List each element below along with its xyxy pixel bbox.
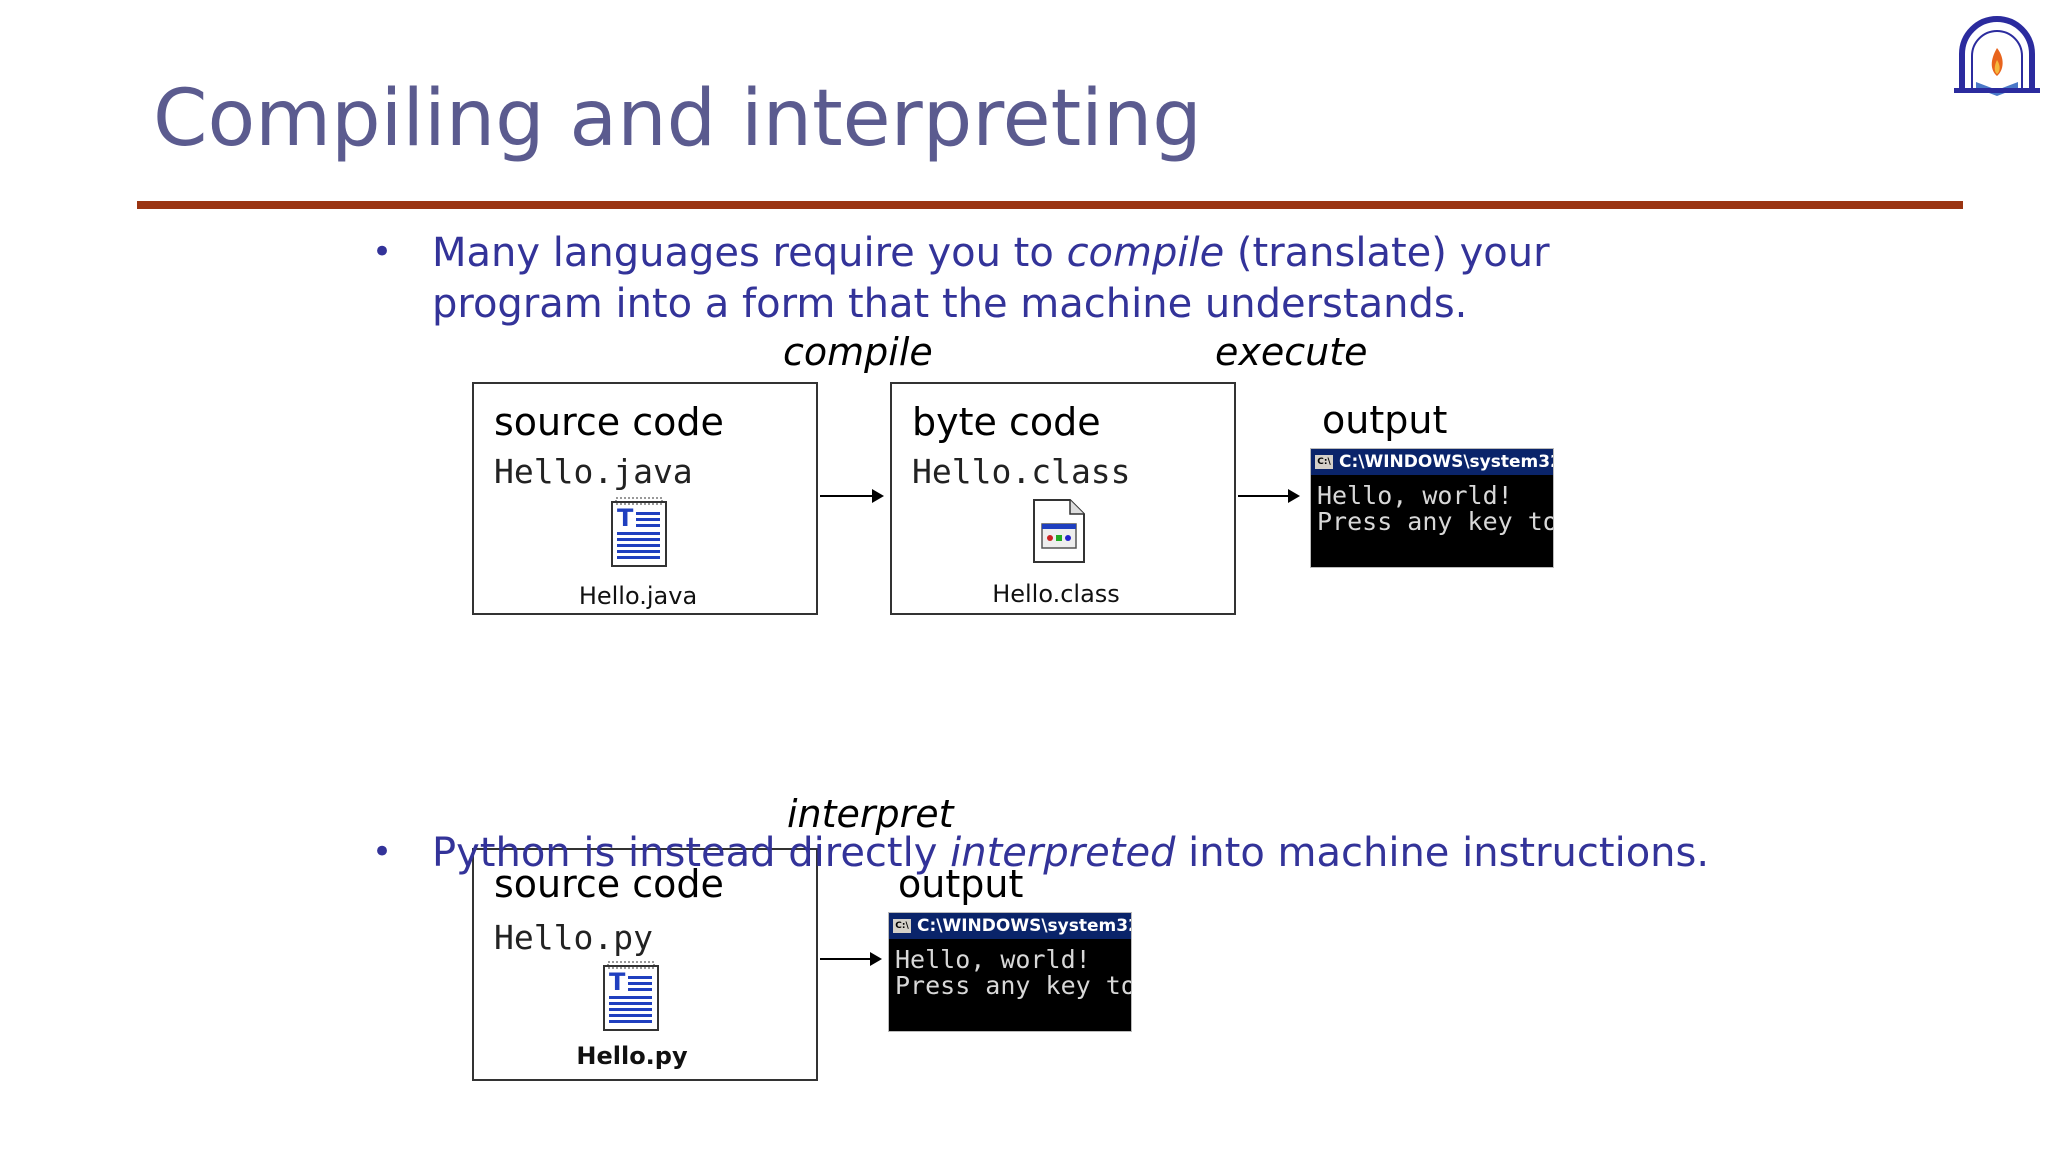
bullet-interpret: Python is instead directly interpreted i…	[432, 830, 1710, 876]
bullet-dot: •	[372, 832, 393, 872]
console-titlebar: C:\C:\WINDOWS\system32\cm	[889, 913, 1131, 939]
console-line: Hello, world!	[1317, 483, 1513, 509]
python-filename: Hello.py	[494, 918, 653, 957]
page-title: Compiling and interpreting	[153, 74, 1202, 164]
text-file-icon: T	[600, 960, 662, 1032]
svg-text:T: T	[617, 504, 634, 532]
title-divider	[137, 201, 1963, 209]
svg-text:T: T	[609, 968, 626, 996]
python-icon-caption: Hello.py	[576, 1042, 688, 1070]
source-code-box: source code Hello.java T Hello.java	[472, 382, 818, 615]
interpret-arrow	[820, 952, 882, 966]
bytecode-filename: Hello.class	[912, 452, 1131, 491]
console-icon: C:\	[893, 919, 911, 933]
console-titlebar: C:\C:\WINDOWS\system32\cm	[1311, 449, 1553, 475]
source-filename: Hello.java	[494, 452, 693, 491]
bullet-compile-line2: program into a form that the machine und…	[432, 281, 1468, 327]
class-file-icon	[1030, 496, 1088, 566]
byte-code-box: byte code Hello.class Hello.class	[890, 382, 1236, 615]
byte-code-heading: byte code	[912, 400, 1101, 444]
python-output-heading: output	[898, 862, 1024, 906]
bullet-dot: •	[372, 232, 393, 272]
console-line: Hello, world!	[895, 947, 1091, 973]
console-line: Press any key to	[895, 973, 1131, 999]
console-line: Press any key to	[1317, 509, 1553, 535]
python-source-box: source code Hello.py T Hello.py	[472, 848, 818, 1081]
source-code-heading: source code	[494, 400, 724, 444]
bullet-compile-line1: Many languages require you to compile (t…	[432, 230, 1550, 276]
execute-label: execute	[1215, 330, 1368, 374]
source-icon-caption: Hello.java	[578, 582, 698, 610]
execute-arrow	[1238, 489, 1300, 503]
python-source-heading: source code	[494, 862, 724, 906]
compile-label: compile	[783, 330, 933, 374]
interpret-label: interpret	[787, 792, 954, 836]
bytecode-icon-caption: Hello.class	[992, 580, 1120, 608]
text-file-icon: T	[608, 496, 670, 568]
console-window: C:\C:\WINDOWS\system32\cm Hello, world! …	[888, 912, 1132, 1032]
console-window: C:\C:\WINDOWS\system32\cm Hello, world! …	[1310, 448, 1554, 568]
console-icon: C:\	[1315, 455, 1333, 469]
compile-arrow	[820, 489, 884, 503]
output-heading: output	[1322, 398, 1448, 442]
institution-logo-icon	[1950, 10, 2044, 104]
